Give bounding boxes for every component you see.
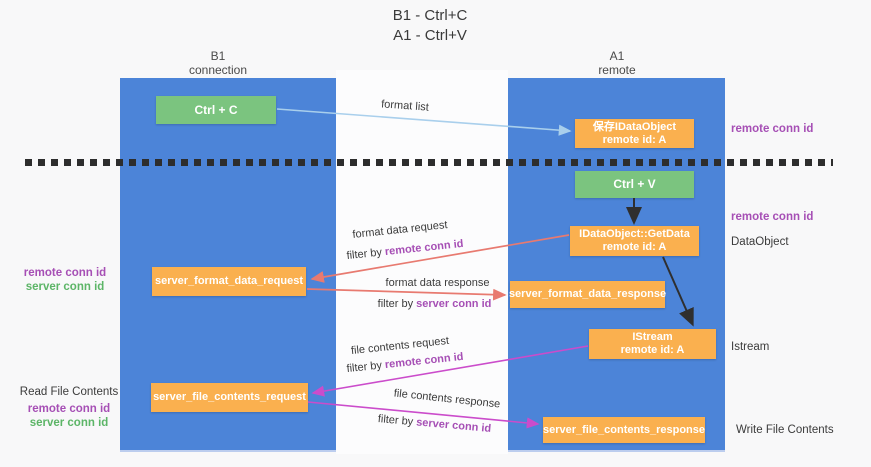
- format-data-response-text: format data response: [385, 277, 490, 289]
- lane-a1-title: A1: [609, 49, 625, 63]
- lane-header-b1: B1 connection: [158, 49, 278, 77]
- box-ctrl-v: Ctrl + V: [575, 171, 694, 198]
- lane-b1-subtitle: connection: [188, 63, 248, 77]
- left-server-conn-id-2: server conn id: [29, 417, 109, 429]
- getdata-line1: IDataObject::GetData: [579, 228, 690, 240]
- left-format-conn-ids: remote conn id server conn id: [15, 266, 115, 294]
- lane-header-a1: A1 remote: [557, 49, 677, 77]
- server-format-data-response-label: server_format_data_response: [508, 288, 667, 300]
- ctrl-v-label: Ctrl + V: [613, 177, 656, 191]
- server-format-data-request-label: server_format_data_request: [155, 275, 303, 287]
- diagram-title: B1 - Ctrl+C A1 - Ctrl+V: [330, 6, 530, 46]
- box-server-format-data-response: server_format_data_response: [508, 281, 667, 308]
- box-server-file-contents-request: server_file_contents_request: [151, 383, 308, 412]
- lane-a1-subtitle: remote: [598, 63, 636, 77]
- save-idataobject-line1: 保存IDataObject: [592, 120, 677, 133]
- left-remote-conn-id-2: remote conn id: [27, 403, 111, 415]
- box-istream: IStream remote id: A: [589, 329, 716, 359]
- server-conn-id-value-1: server conn id: [416, 298, 492, 310]
- box-server-format-data-request: server_format_data_request: [152, 267, 306, 296]
- read-file-contents-label: Read File Contents: [19, 386, 119, 398]
- right-remote-conn-id-mid: remote conn id: [731, 211, 814, 223]
- istream-line1: IStream: [632, 331, 673, 343]
- left-file-conn-ids: Read File Contents remote conn id server…: [15, 385, 123, 430]
- server-file-contents-request-label: server_file_contents_request: [153, 391, 306, 403]
- getdata-line2: remote id: A: [602, 241, 667, 253]
- filter-by-text-2: filter by: [377, 298, 417, 310]
- ctrl-c-label: Ctrl + C: [194, 102, 238, 117]
- write-file-contents-label: Write File Contents: [736, 424, 834, 436]
- box-server-file-contents-response: server_file_contents_response: [543, 417, 705, 443]
- box-save-idataobject: 保存IDataObject remote id: A: [575, 119, 694, 148]
- dataobject-label: DataObject: [731, 236, 789, 248]
- label-filter-server-conn-1: filter by server conn id: [372, 298, 497, 310]
- box-idataobject-getdata: IDataObject::GetData remote id: A: [570, 226, 699, 256]
- lane-b1-title: B1: [210, 49, 226, 63]
- istream-line2: remote id: A: [620, 344, 685, 356]
- title-line-1: B1 - Ctrl+C: [392, 7, 468, 24]
- left-remote-conn-id-1: remote conn id: [23, 267, 107, 279]
- istream-side-label: Istream: [731, 341, 770, 353]
- box-ctrl-c: Ctrl + C: [156, 96, 276, 124]
- label-format-data-response: format data response: [375, 277, 500, 289]
- title-line-2: A1 - Ctrl+V: [393, 27, 467, 44]
- left-server-conn-id-1: server conn id: [25, 281, 105, 293]
- save-idataobject-line2: remote id: A: [602, 133, 667, 146]
- dashed-divider: [25, 159, 833, 166]
- right-remote-conn-id-top: remote conn id: [731, 123, 814, 135]
- server-file-contents-response-label: server_file_contents_response: [542, 423, 706, 436]
